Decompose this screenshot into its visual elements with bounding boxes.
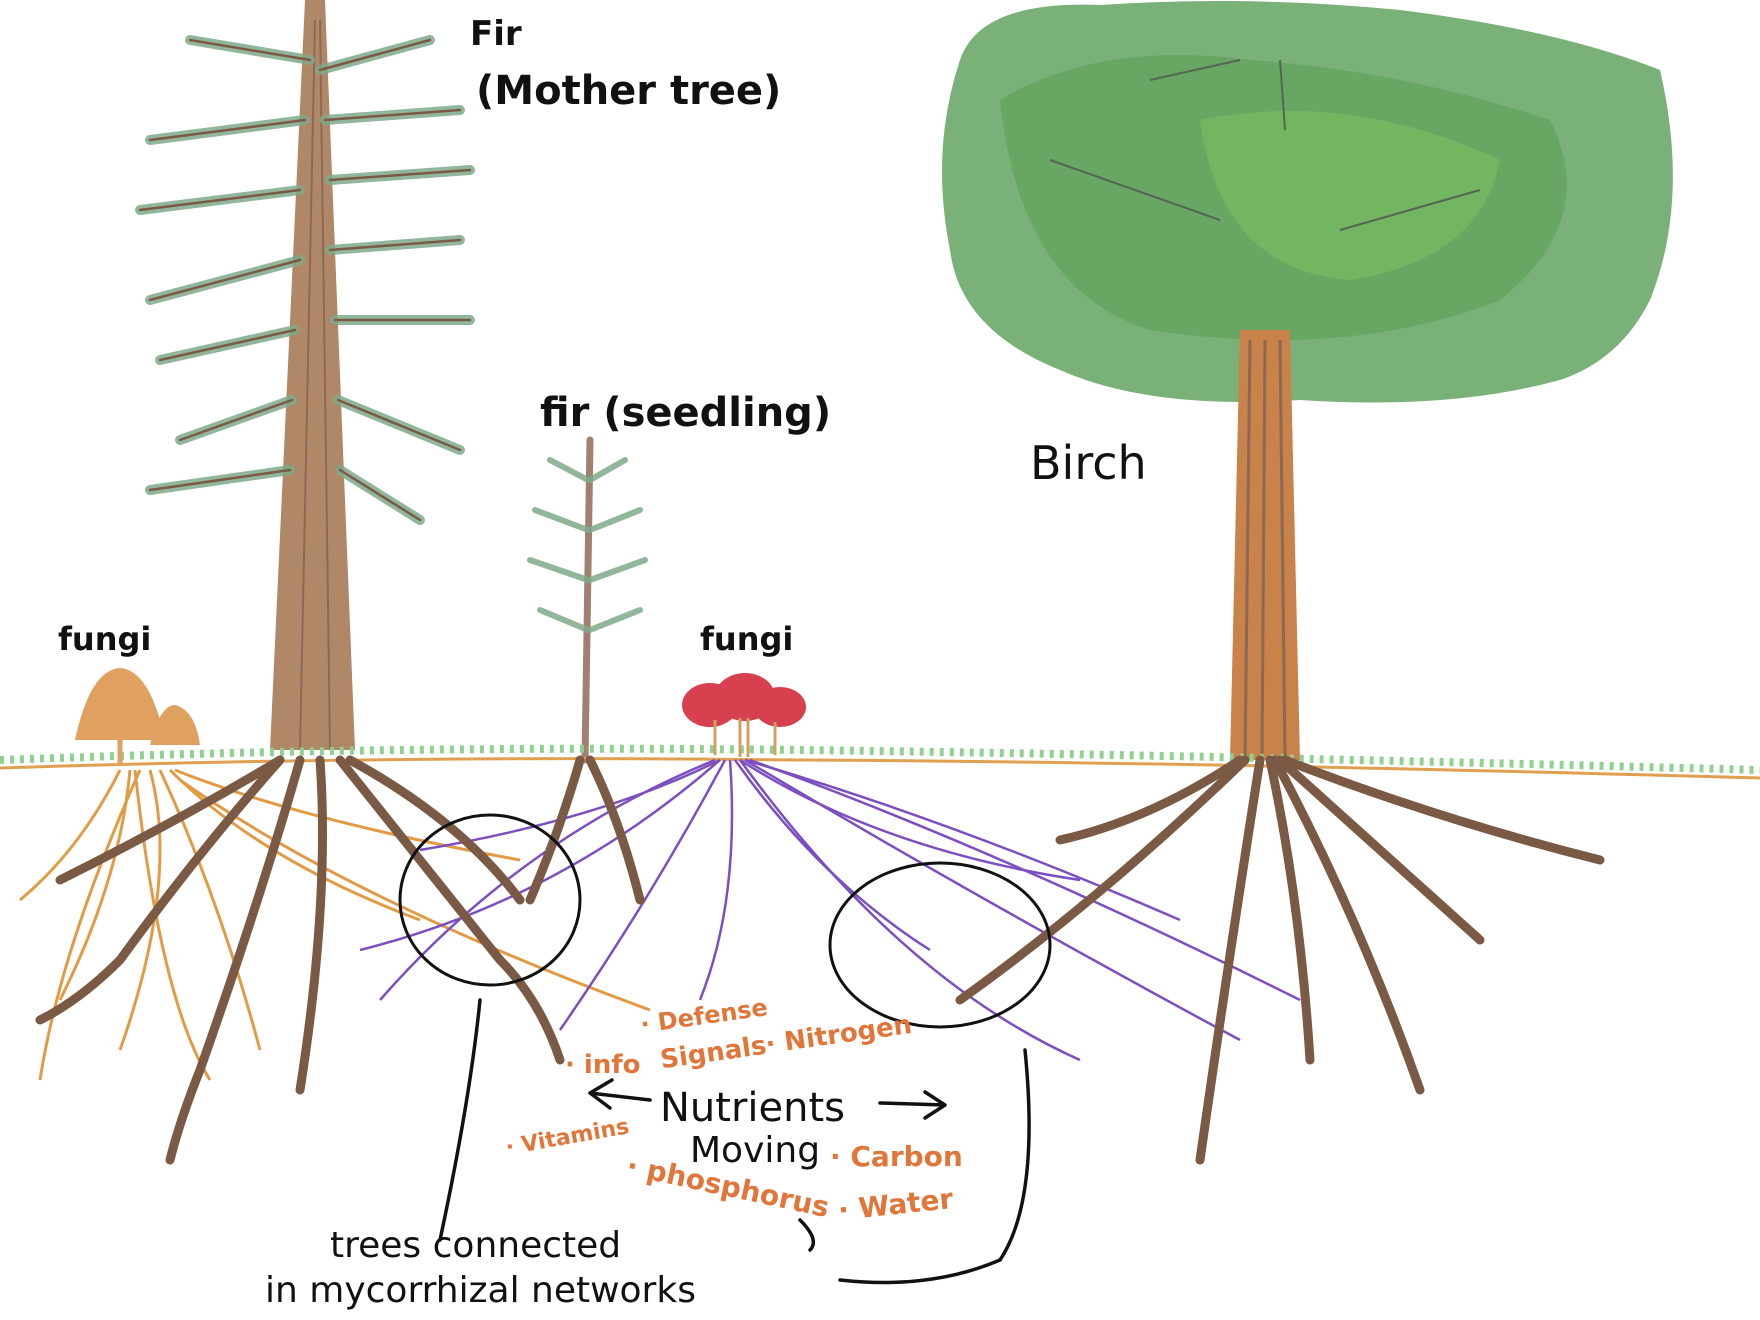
item-info: · info — [565, 1050, 641, 1080]
tree-roots — [35, 755, 1605, 1165]
caption-line1: trees connected — [330, 1225, 622, 1266]
purple-hyphae — [359, 758, 1301, 1062]
nutrients-label: Nutrients — [660, 1085, 845, 1131]
caption-line2: in mycorrhizal networks — [265, 1270, 696, 1311]
fir-seedling — [527, 436, 648, 764]
mother-fir-branches — [135, 35, 475, 525]
orange-hyphae — [19, 768, 651, 1081]
orange-mushrooms — [75, 668, 200, 765]
seedling-label: fir (seedling) — [540, 390, 832, 436]
ground — [0, 744, 1760, 780]
mother-tree-sublabel: (Mother tree) — [476, 68, 782, 114]
mother-fir-trunk — [270, 0, 355, 751]
item-carbon: · Carbon — [830, 1140, 963, 1173]
birch-label: Birch — [1030, 436, 1147, 490]
fungi-center-label: fungi — [700, 620, 794, 658]
birch-canopy — [942, 1, 1673, 403]
fungi-left-label: fungi — [58, 620, 152, 658]
connection-highlight-circles — [398, 813, 1052, 1029]
moving-label: Moving — [690, 1130, 821, 1171]
pointer-lines — [438, 998, 1031, 1285]
birch-trunk — [1230, 330, 1300, 761]
red-mushrooms — [682, 673, 806, 757]
mother-tree-label: Fir — [470, 14, 522, 54]
